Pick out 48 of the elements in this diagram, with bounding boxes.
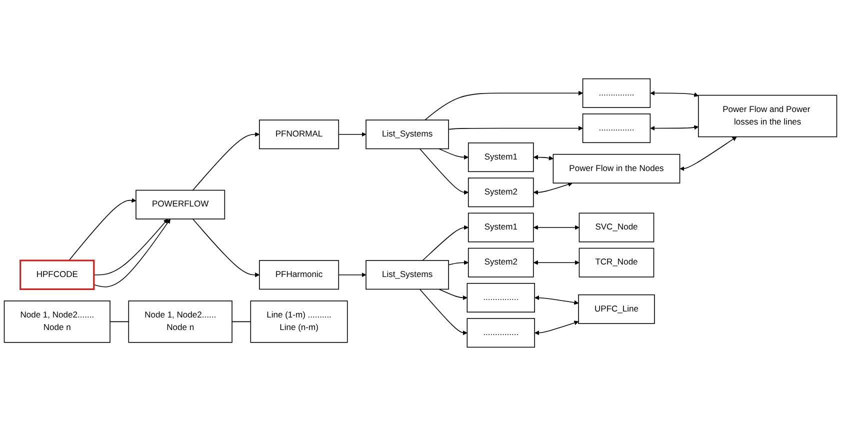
node-box: List_Systems (366, 120, 449, 150)
node-box: System1 (468, 142, 534, 172)
node-box: TCR_Node (578, 248, 654, 278)
node-box: System2 (468, 248, 534, 278)
node-box: UPFC_Line (578, 294, 655, 324)
arrow (94, 218, 170, 288)
node-box: Power Flow in the Nodes (552, 154, 680, 184)
arrow (650, 125, 699, 131)
arrow (419, 288, 468, 336)
arrow (419, 148, 469, 195)
node-box: ............... (466, 282, 535, 312)
connector (232, 321, 252, 322)
arrow (650, 90, 699, 97)
arrow (533, 154, 554, 160)
node-box: Line (1-m) .......... Line (n-m) (250, 300, 348, 343)
node-box: System1 (468, 212, 534, 242)
arrow (192, 218, 260, 278)
node-box: List_Systems (366, 260, 449, 290)
node-box: Node 1, Node2....... Node n (4, 300, 110, 343)
arrow (422, 225, 469, 261)
arrow (534, 295, 579, 305)
arrow (192, 132, 260, 191)
arrow (448, 126, 583, 131)
node-box: SVC_Node (578, 212, 654, 242)
arrow (438, 148, 469, 160)
arrow (94, 218, 168, 276)
arrow (424, 90, 583, 120)
connector (110, 321, 130, 322)
arrow (680, 136, 737, 172)
node-box: PFHarmonic (259, 260, 340, 290)
arrow (533, 260, 580, 265)
node-box: HPFCODE (20, 260, 95, 290)
node-box: Node 1, Node2...... Node n (128, 300, 232, 343)
node-box: ............... (466, 318, 535, 348)
arrow (448, 260, 469, 266)
node-box: ............... (582, 114, 651, 144)
arrow (438, 288, 468, 300)
node-box: System2 (468, 178, 534, 208)
arrow (338, 272, 366, 278)
arrow (533, 182, 573, 195)
node-box: POWERFLOW (136, 190, 226, 220)
node-box: ............... (582, 78, 651, 108)
arrow (338, 132, 366, 137)
arrow (534, 320, 579, 336)
node-box: PFNORMAL (259, 120, 340, 150)
arrow (68, 198, 136, 261)
arrow (533, 225, 580, 230)
node-box: Power Flow and Power losses in the lines (698, 94, 838, 138)
